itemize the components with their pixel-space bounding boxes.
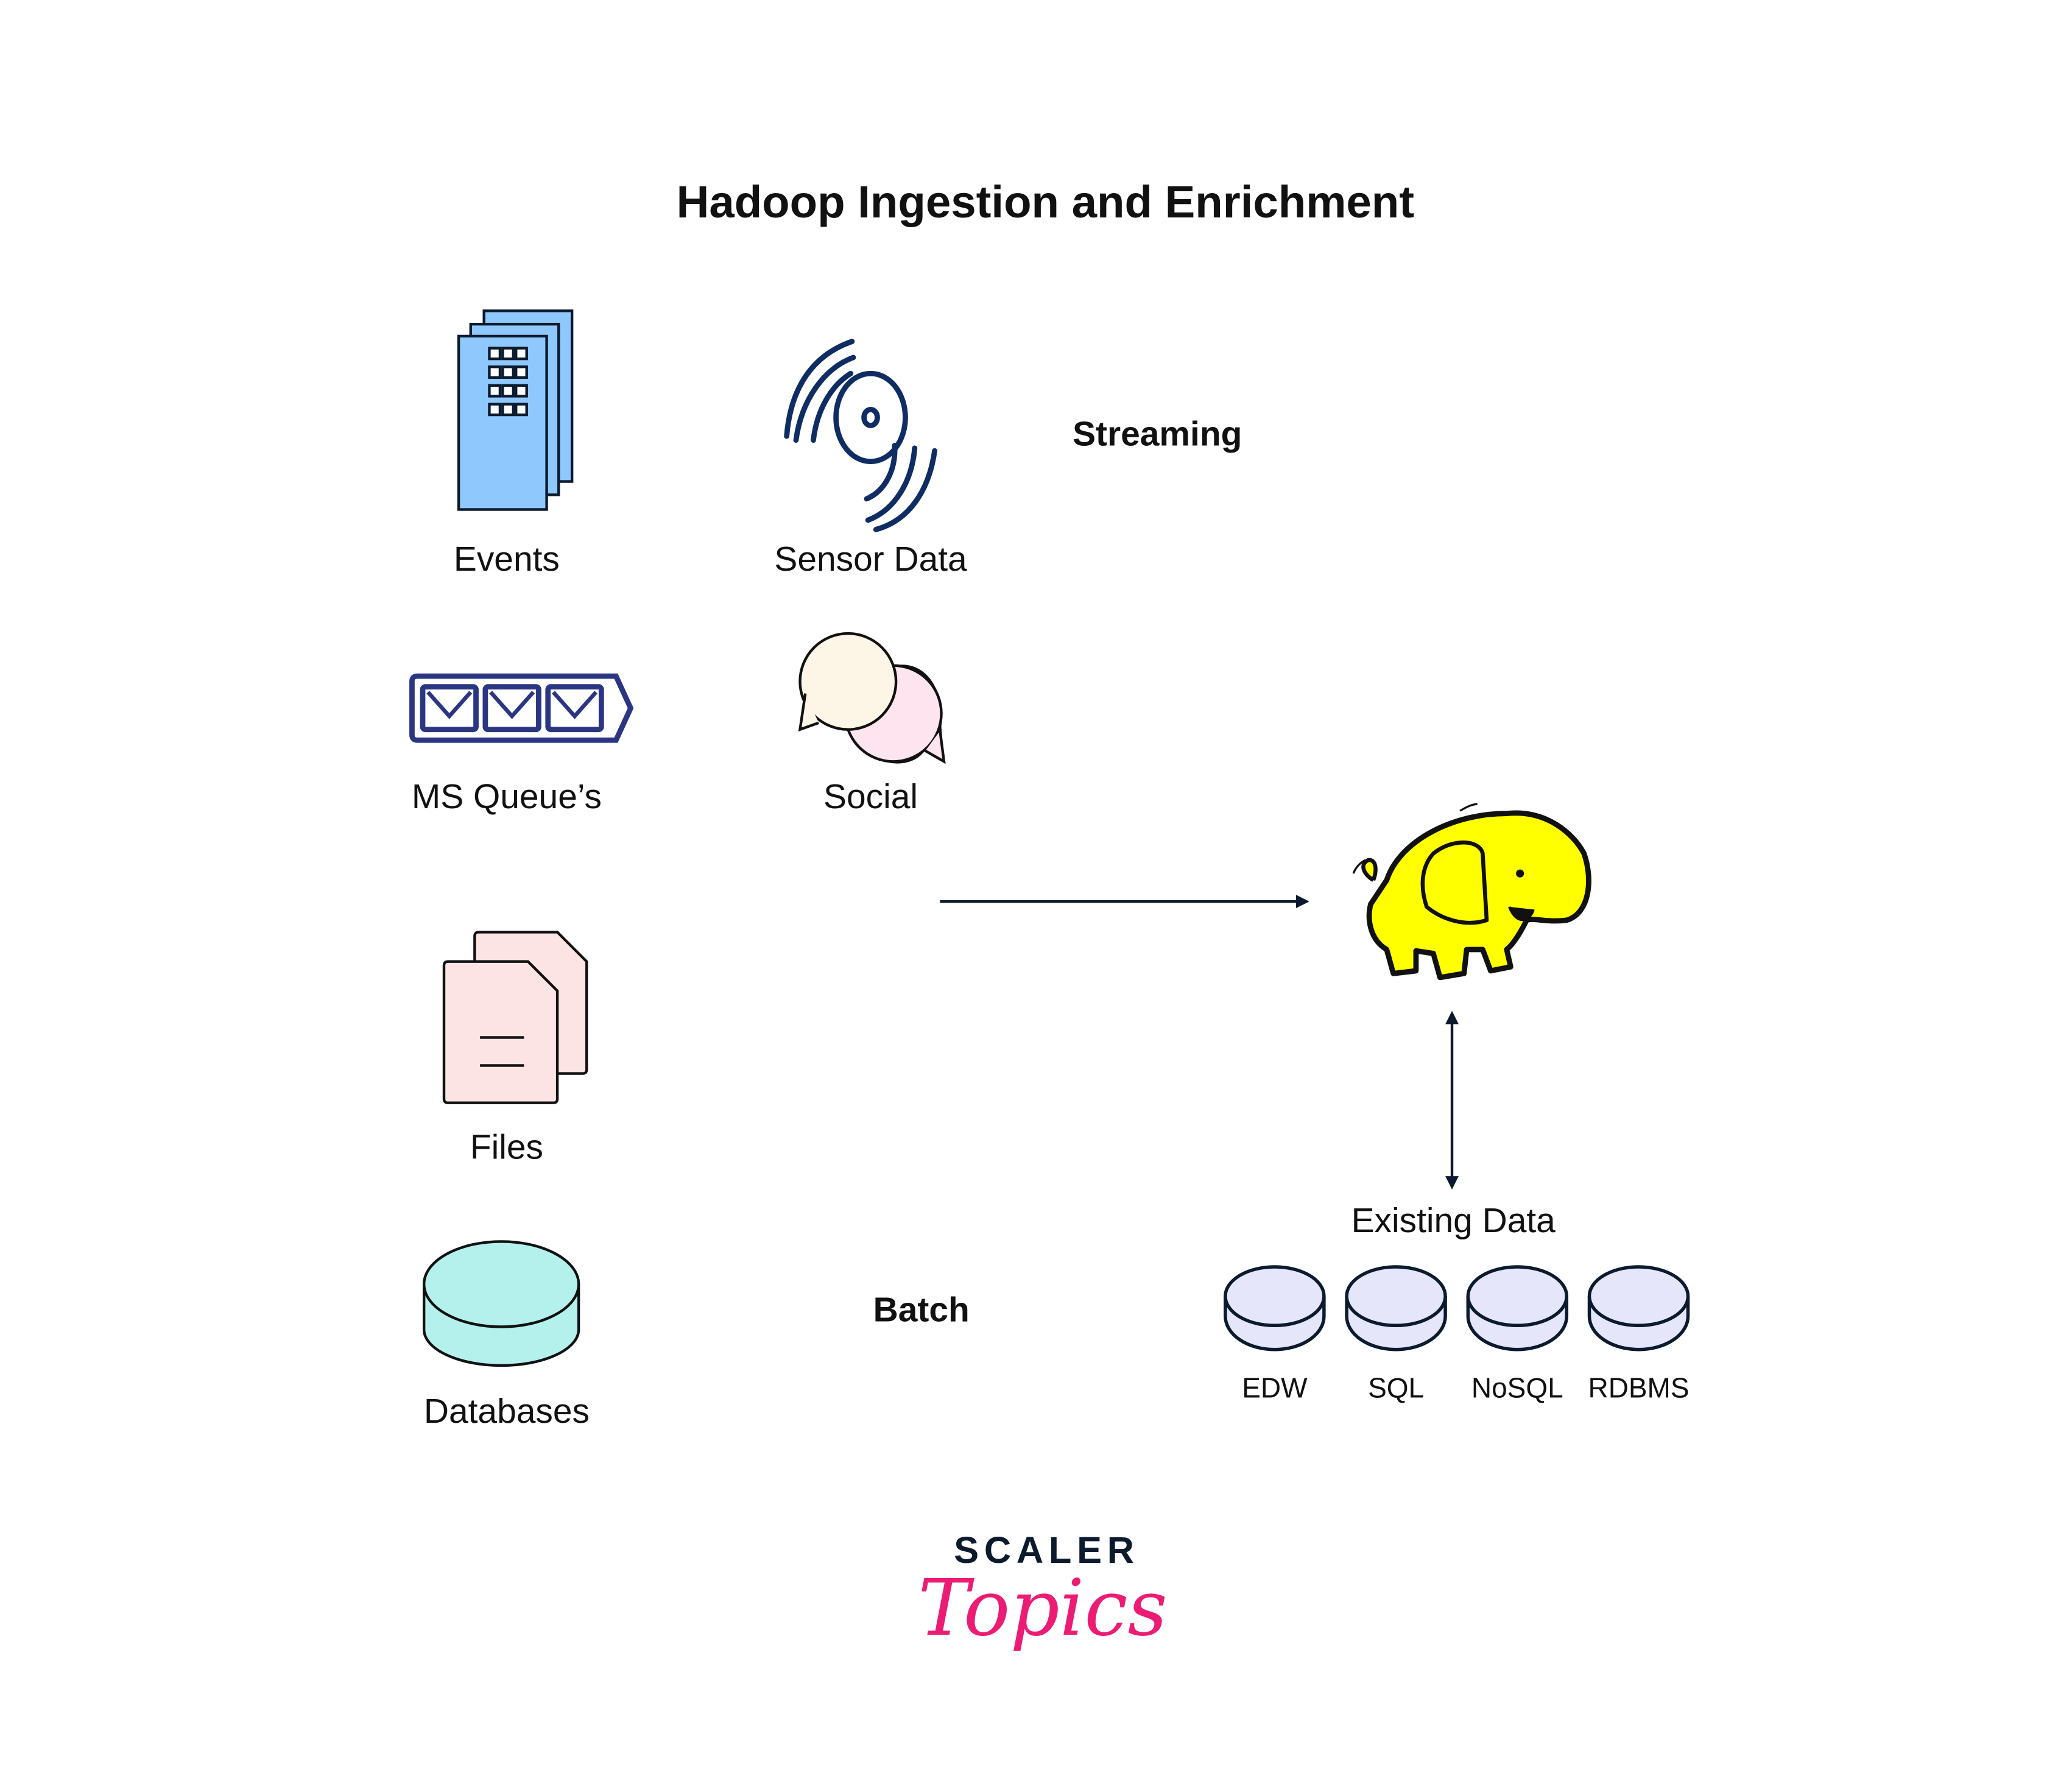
- cylinder-top: [1224, 1265, 1326, 1328]
- store-rdbms: RDBMS: [1587, 1265, 1690, 1404]
- scaler-logo-text: SCALER: [954, 1529, 1140, 1571]
- store-label: SQL: [1368, 1372, 1424, 1404]
- chat-bubbles-icon: [798, 632, 946, 764]
- batch-label: Batch: [873, 1291, 970, 1330]
- database-icon: [422, 1240, 580, 1367]
- store-label: EDW: [1242, 1372, 1308, 1404]
- files-label: Files: [470, 1128, 543, 1167]
- topics-logo-text: Topics: [918, 1563, 1167, 1653]
- existing-data-stores: EDW SQL NoSQL RDBMS: [1224, 1265, 1690, 1404]
- cylinder-top: [1466, 1265, 1569, 1328]
- files-icon: [442, 931, 588, 1104]
- diagram-title: Hadoop Ingestion and Enrichment: [677, 177, 1414, 227]
- sensor-data-label: Sensor Data: [774, 540, 967, 579]
- sensor-icon: [784, 339, 937, 532]
- store-label: NoSQL: [1471, 1372, 1563, 1404]
- store-sql: SQL: [1345, 1265, 1447, 1404]
- store-edw: EDW: [1224, 1265, 1326, 1404]
- databases-label: Databases: [424, 1392, 590, 1431]
- social-label: Social: [823, 777, 918, 816]
- message-queue-icon: [409, 673, 634, 743]
- cylinder-top: [1345, 1265, 1447, 1328]
- streaming-label: Streaming: [1073, 414, 1242, 453]
- cylinder-top: [1587, 1265, 1690, 1328]
- existing-data-label: Existing Data: [1351, 1201, 1556, 1240]
- store-label: RDBMS: [1588, 1372, 1690, 1404]
- hadoop-elephant-icon: [1352, 803, 1591, 981]
- building-icon: [457, 309, 574, 511]
- ms-queues-label: MS Queue’s: [412, 777, 602, 816]
- events-label: Events: [454, 540, 560, 579]
- store-nosql: NoSQL: [1466, 1265, 1569, 1404]
